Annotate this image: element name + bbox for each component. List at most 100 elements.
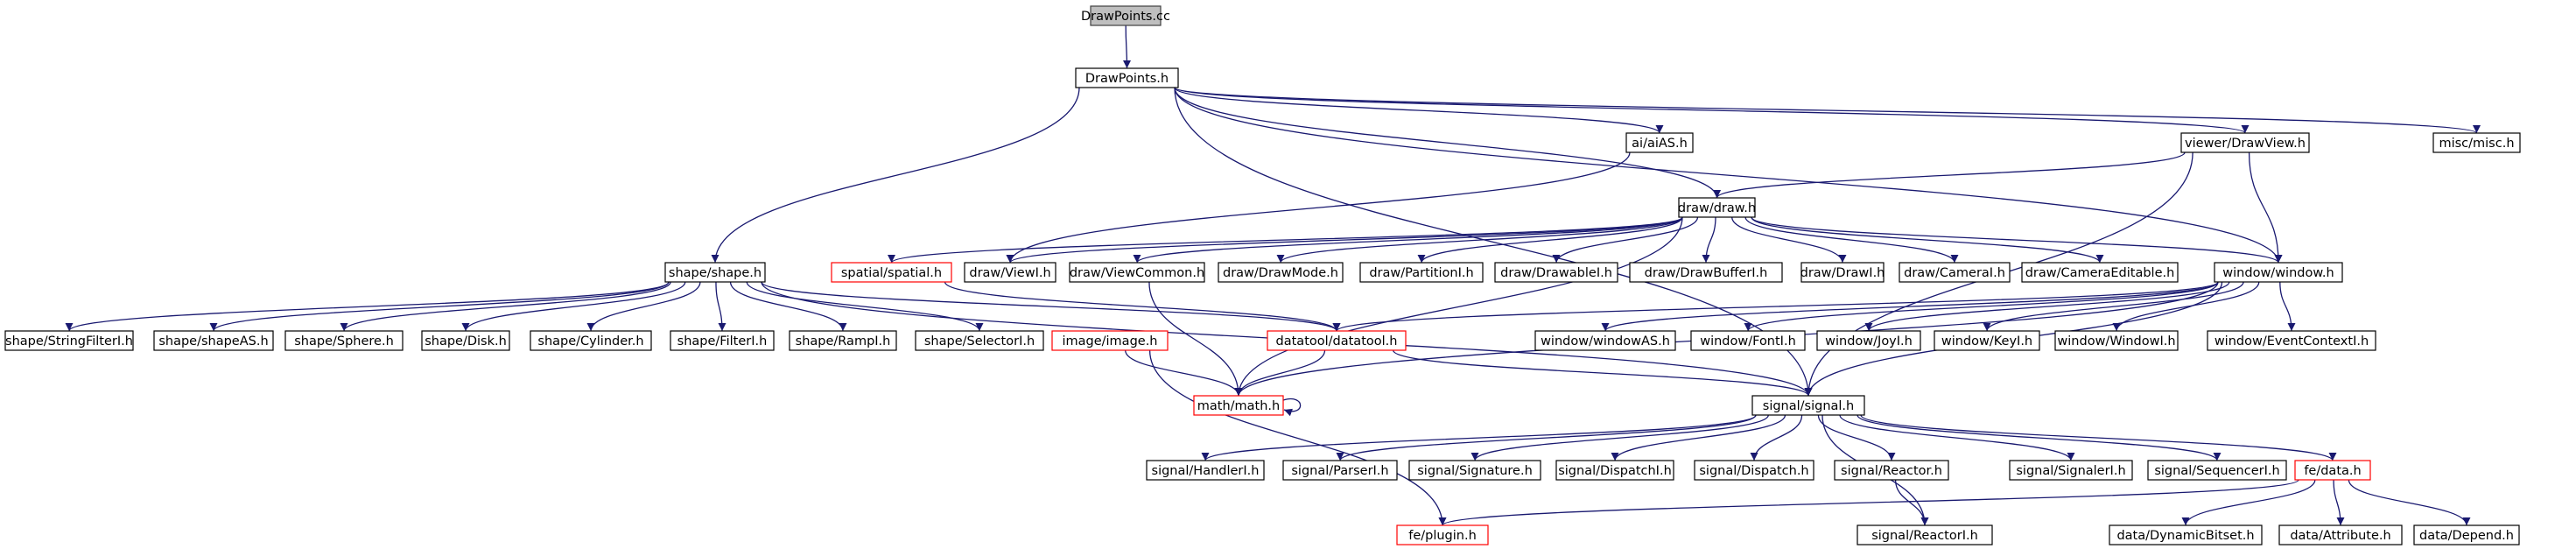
node-box <box>664 262 766 283</box>
node-eventcontexti[interactable]: window/EventContextI.h <box>2207 330 2376 351</box>
node-fedata[interactable]: fe/data.h <box>2294 460 2371 481</box>
node-shapeas[interactable]: shape/shapeAS.h <box>153 330 274 351</box>
node-sequenceri[interactable]: signal/SequencerI.h <box>2147 460 2287 481</box>
node-draw_h[interactable]: draw/draw.h <box>1678 197 1756 218</box>
edge-shape_h-to-sphere <box>340 281 671 332</box>
node-plugin[interactable]: fe/plugin.h <box>1396 524 1489 545</box>
node-box <box>670 330 775 351</box>
node-rampi[interactable]: shape/RampI.h <box>789 330 897 351</box>
node-ai_as[interactable]: ai/aiAS.h <box>1625 132 1694 153</box>
node-box <box>1816 330 1921 351</box>
edge-fedata-to-dynbitset <box>2181 479 2316 526</box>
node-label: math/math.h <box>1197 399 1280 413</box>
node-drawablei[interactable]: draw/DrawableI.h <box>1494 262 1618 283</box>
node-label: shape/SelectorI.h <box>924 334 1035 348</box>
node-root[interactable]: DrawPoints.cc <box>1081 5 1170 26</box>
node-signal_h[interactable]: signal/signal.h <box>1751 395 1865 416</box>
node-box <box>2294 460 2371 481</box>
edge-viewer_dv-to-draw_h <box>1713 151 2186 199</box>
node-drawmode[interactable]: draw/DrawMode.h <box>1218 262 1344 283</box>
node-sphere[interactable]: shape/Sphere.h <box>284 330 404 351</box>
node-attribute[interactable]: data/Attribute.h <box>2278 524 2403 545</box>
node-label: fe/plugin.h <box>1408 529 1477 543</box>
node-label: datatool/datatool.h <box>1276 334 1398 348</box>
node-label: signal/SignalerI.h <box>2016 464 2125 478</box>
node-box <box>1800 262 1885 283</box>
edge-window_h-to-windowas <box>1601 281 2219 332</box>
node-partitioni[interactable]: draw/PartitionI.h <box>1359 262 1484 283</box>
node-misc[interactable]: misc/misc.h <box>2432 132 2521 153</box>
node-dp_h[interactable]: DrawPoints.h <box>1075 67 1179 88</box>
edge-draw_h-to-drawablei <box>1552 216 1699 264</box>
node-disk[interactable]: shape/Disk.h <box>421 330 510 351</box>
node-label: signal/Reactor.h <box>1841 464 1942 478</box>
node-datatool[interactable]: datatool/datatool.h <box>1267 330 1407 351</box>
node-shape_h[interactable]: shape/shape.h <box>664 262 766 283</box>
edge-window_h-to-keyi <box>1983 281 2244 332</box>
node-box <box>1678 197 1756 218</box>
node-keyi[interactable]: window/KeyI.h <box>1934 330 2040 351</box>
node-dispatch[interactable]: signal/Dispatch.h <box>1694 460 1814 481</box>
node-label: signal/DispatchI.h <box>1558 464 1672 478</box>
node-reactor[interactable]: signal/Reactor.h <box>1834 460 1949 481</box>
edge-viewcommon-to-math <box>1148 281 1243 397</box>
node-window_h[interactable]: window/window.h <box>2214 262 2343 283</box>
node-spatial[interactable]: spatial/spatial.h <box>831 262 952 283</box>
node-label: fe/data.h <box>2304 464 2361 478</box>
node-camerai[interactable]: draw/CameraI.h <box>1899 262 2011 283</box>
edge-draw_h-to-window_h <box>1751 216 2283 264</box>
node-label: shape/StringFilterI.h <box>5 334 133 348</box>
node-box <box>1359 262 1484 283</box>
node-dynbitset[interactable]: data/DynamicBitset.h <box>2109 524 2263 545</box>
edge-draw_h-to-camerai <box>1744 216 1959 264</box>
node-signature[interactable]: signal/Signature.h <box>1408 460 1541 481</box>
node-depend[interactable]: data/Depend.h <box>2413 524 2520 545</box>
edge-dp_h-to-misc <box>1174 87 2481 134</box>
node-label: signal/ReactorI.h <box>1871 529 1978 543</box>
edge-signal_h-to-reactor <box>1817 414 1896 461</box>
node-reactori[interactable]: signal/ReactorI.h <box>1857 524 1993 545</box>
node-filteri[interactable]: shape/FilterI.h <box>670 330 775 351</box>
node-windowas[interactable]: window/windowAS.h <box>1534 330 1676 351</box>
node-image[interactable]: image/image.h <box>1051 330 1169 351</box>
node-cameraeditable[interactable]: draw/CameraEditable.h <box>2021 262 2179 283</box>
node-box <box>1075 67 1179 88</box>
node-handleri[interactable]: signal/HandlerI.h <box>1146 460 1265 481</box>
edge-reactor-to-reactori <box>1894 479 1929 526</box>
node-viewi[interactable]: draw/ViewI.h <box>964 262 1056 283</box>
node-label: window/JoyI.h <box>1825 334 1913 348</box>
edge-shape_h-to-filteri <box>715 281 726 332</box>
node-cylinder[interactable]: shape/Cylinder.h <box>530 330 652 351</box>
node-parseri[interactable]: signal/ParserI.h <box>1282 460 1398 481</box>
edge-draw_h-to-spatial <box>888 216 1683 264</box>
edge-draw_h-to-drawbufferi <box>1702 216 1716 264</box>
node-viewer_dv[interactable]: viewer/DrawView.h <box>2180 132 2310 153</box>
node-drawi[interactable]: draw/DrawI.h <box>1800 262 1885 283</box>
node-dispatchi[interactable]: signal/DispatchI.h <box>1555 460 1674 481</box>
node-label: signal/HandlerI.h <box>1152 464 1260 478</box>
node-box <box>1396 524 1489 545</box>
node-windowi[interactable]: window/WindowI.h <box>2054 330 2179 351</box>
edge-math-to-math <box>1282 398 1302 417</box>
edge-shape_h-to-disk <box>461 281 686 332</box>
node-fonti[interactable]: window/FontI.h <box>1690 330 1806 351</box>
node-label: window/window.h <box>2222 266 2334 280</box>
node-label: draw/ViewI.h <box>969 266 1050 280</box>
node-stringfilteri[interactable]: shape/StringFilterI.h <box>4 330 134 351</box>
node-label: data/DynamicBitset.h <box>2116 529 2254 543</box>
edge-window_h-to-fonti <box>1744 281 2219 332</box>
node-label: draw/DrawMode.h <box>1223 266 1338 280</box>
node-label: shape/FilterI.h <box>677 334 768 348</box>
node-selectori[interactable]: shape/SelectorI.h <box>915 330 1044 351</box>
node-box <box>2054 330 2179 351</box>
node-math[interactable]: math/math.h <box>1193 395 1284 416</box>
node-signaleri[interactable]: signal/SignalerI.h <box>2009 460 2133 481</box>
node-drawbufferi[interactable]: draw/DrawBufferI.h <box>1629 262 1783 283</box>
edge-ai_as-to-viewi <box>1006 151 1631 264</box>
edge-image-to-math <box>1124 349 1243 397</box>
node-joyi[interactable]: window/JoyI.h <box>1816 330 1921 351</box>
edge-draw_h-to-cameraeditable <box>1751 216 2104 264</box>
node-viewcommon[interactable]: draw/ViewCommon.h <box>1069 262 1205 283</box>
